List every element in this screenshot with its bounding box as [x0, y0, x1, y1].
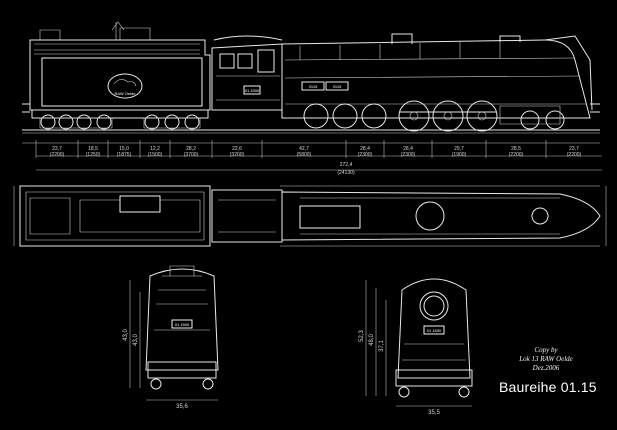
dim-segment-9-value: 28,4 [403, 146, 413, 152]
copyright-note: Copy by Lok 13 RAW Oelde Dez.2006 [506, 346, 586, 373]
dim-segment-10-mm: (1900) [452, 152, 467, 158]
dim-segment-1-value: 23,7 [52, 146, 62, 152]
dim-segment-7-mm: (5800) [297, 152, 312, 158]
front-view: 01 1500 43,0 43,0 35,6 [123, 265, 219, 410]
tender-logo-text: RAW Oelde [115, 91, 137, 96]
dim-segment-10-value: 29,7 [454, 146, 464, 152]
dim-segment-11-value: 28,5 [511, 146, 521, 152]
credit-line-2: Lok 13 RAW Oelde [519, 355, 573, 363]
rear-dim-height-2: 48,0 [369, 334, 375, 346]
credit-line-1: Copy by [534, 346, 558, 354]
front-dim-width: 35,6 [176, 404, 188, 410]
dim-segment-11-mm: (2200) [509, 152, 524, 158]
dim-segment-5-mm: (3700) [184, 152, 199, 158]
dim-segment-3-value: 15,0 [119, 146, 129, 152]
dim-segment-5-value: 28,2 [186, 146, 196, 152]
cab-side: 01 1500 [211, 35, 283, 111]
dim-segment-1-mm: (2200) [50, 152, 65, 158]
dim-total-value: 272,4 [340, 162, 353, 168]
dim-segment-6-value: 22,6 [232, 146, 242, 152]
front-number-plate: 01 1500 [175, 322, 190, 327]
credit-line-3: Dez.2006 [532, 364, 560, 372]
locomotive-side: 0115 0115 [22, 33, 600, 132]
side-window-label-2: 0115 [333, 84, 342, 89]
top-view [13, 185, 607, 247]
dim-segment-3-mm: (1875) [117, 152, 132, 158]
dim-segment-2-value: 18,5 [88, 146, 98, 152]
dim-segment-2-mm: (1250) [86, 152, 101, 158]
rear-dim-height-3: 37,1 [379, 340, 385, 352]
rear-dim-height-1: 52,3 [359, 330, 365, 342]
drawing-title: Baureihe 01.15 [499, 379, 597, 395]
side-window-label-1: 0115 [309, 84, 318, 89]
dim-segment-12-value: 23,7 [569, 146, 579, 152]
rear-dim-width: 35,5 [428, 410, 440, 416]
dim-segment-4-value: 12,2 [150, 146, 160, 152]
front-dim-height-1: 43,0 [123, 329, 129, 341]
tender-logo-emblem [107, 73, 143, 99]
dim-segment-8-mm: (2300) [358, 152, 373, 158]
dim-segment-8-value: 28,4 [360, 146, 370, 152]
cab-number-plate: 01 1500 [245, 88, 260, 93]
dim-total-mm: (24130) [337, 170, 355, 176]
dim-segment-7-value: 42,7 [299, 146, 309, 152]
dim-segment-6-mm: (3200) [230, 152, 245, 158]
dim-segment-9-mm: (2300) [401, 152, 416, 158]
dim-segment-4-mm: (1500) [148, 152, 163, 158]
front-dim-height-2: 43,0 [133, 334, 139, 346]
side-view: RAW Oelde 01 1500 [22, 21, 602, 176]
rear-view: 01 1500 52,3 48,0 37,1 35,5 [359, 278, 473, 416]
rear-number-plate: 01 1500 [427, 328, 442, 333]
side-dimension-chain [22, 142, 602, 171]
dim-segment-12-mm: (2200) [567, 152, 582, 158]
tender-side: RAW Oelde [29, 21, 211, 130]
